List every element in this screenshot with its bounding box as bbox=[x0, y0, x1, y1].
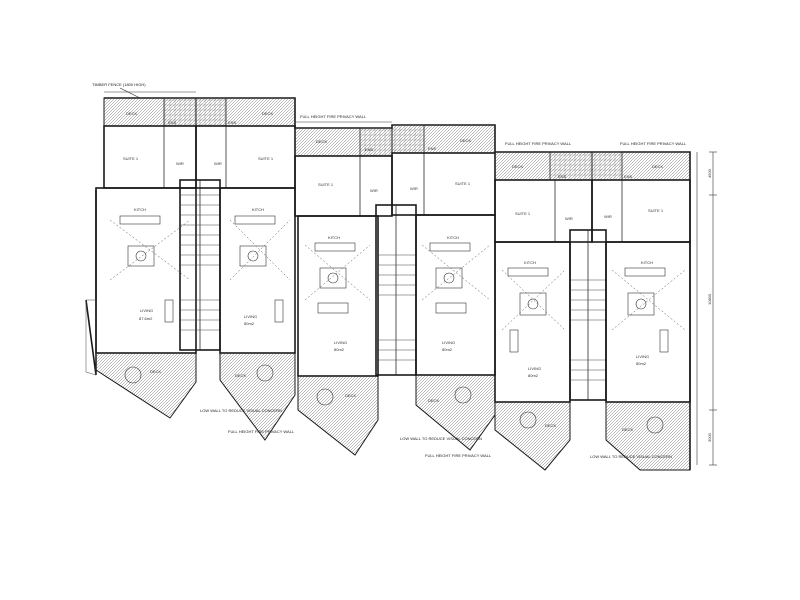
unit-6-deck-bot: DECK bbox=[622, 427, 633, 432]
unit-5-suite: SUITE 1 bbox=[515, 211, 531, 216]
unit-1-deck-top: DECK bbox=[126, 111, 137, 116]
unit-5-deck-top: DECK bbox=[512, 164, 523, 169]
stair-5-6 bbox=[569, 229, 607, 401]
unit-5: DECK ENS SUITE 1 WIR KITCH LIVING 80m2 D… bbox=[494, 151, 593, 471]
unit-1-suite: SUITE 1 bbox=[123, 156, 139, 161]
unit-2-area: 80m2 bbox=[244, 321, 255, 326]
unit-3: DECK ENS SUITE 1 WIR KITCH LIVING 80m2 D… bbox=[294, 127, 393, 456]
front-deck-1 bbox=[95, 352, 197, 419]
unit-6: DECK ENS SUITE 1 WIR KITCH LIVING 80m2 D… bbox=[591, 151, 691, 471]
living-room-5 bbox=[494, 241, 571, 403]
unit-3-deck-bot: DECK bbox=[345, 393, 356, 398]
suite-room-5 bbox=[494, 179, 593, 243]
dimension-lines: 4500 10800 3000 bbox=[104, 91, 717, 466]
unit-5-wir: WIR bbox=[565, 216, 573, 221]
unit-3-area: 80m2 bbox=[334, 347, 345, 352]
note-bottom-5: LOW WALL TO REDUCE VISUAL CONCERN bbox=[590, 454, 672, 459]
unit-3-living: LIVING bbox=[334, 340, 347, 345]
living-room-1 bbox=[95, 187, 197, 354]
unit-6-living: LIVING bbox=[636, 354, 649, 359]
unit-6-area: 80m2 bbox=[636, 361, 647, 366]
annotations: TIMBER FENCE (1800 HIGH) FULL HEIGHT FIR… bbox=[92, 82, 687, 459]
front-deck-4 bbox=[415, 374, 496, 451]
unit-4-wir: WIR bbox=[410, 186, 418, 191]
unit-3-kitch: KITCH bbox=[328, 235, 340, 240]
stair-1-2 bbox=[179, 179, 221, 351]
note-timber-fence: TIMBER FENCE (1800 HIGH) bbox=[92, 82, 146, 87]
unit-1-kitch: KITCH bbox=[134, 207, 146, 212]
front-deck-3 bbox=[297, 375, 379, 456]
unit-1-living: LIVING bbox=[140, 308, 153, 313]
stair-3-4 bbox=[375, 204, 417, 376]
dim-right-mid: 10800 bbox=[707, 293, 712, 305]
living-room-3 bbox=[297, 215, 379, 377]
front-deck-6 bbox=[605, 401, 691, 471]
unit-6-deck-top: DECK bbox=[652, 164, 663, 169]
dim-right-bot: 3000 bbox=[707, 432, 712, 442]
unit-4-living: LIVING bbox=[442, 340, 455, 345]
unit-3-wir: WIR bbox=[370, 188, 378, 193]
unit-6-suite: SUITE 1 bbox=[648, 208, 664, 213]
unit-4-ens: ENS bbox=[428, 146, 437, 151]
unit-2-ens: ENS bbox=[228, 120, 237, 125]
unit-6-wir: WIR bbox=[604, 214, 612, 219]
unit-3-suite: SUITE 1 bbox=[318, 182, 334, 187]
unit-2-wir: WIR bbox=[214, 161, 222, 166]
dim-right-top: 4500 bbox=[707, 168, 712, 178]
unit-5-area: 80m2 bbox=[528, 373, 539, 378]
unit-2-kitch: KITCH bbox=[252, 207, 264, 212]
suite-room-1 bbox=[103, 125, 197, 189]
unit-4-area: 80m2 bbox=[442, 347, 453, 352]
unit-1-area: 87.6m2 bbox=[139, 316, 153, 321]
unit-4-kitch: KITCH bbox=[447, 235, 459, 240]
unit-1-ens: ENS bbox=[168, 120, 177, 125]
unit-2-deck-top: DECK bbox=[262, 111, 273, 116]
note-bottom-2: FULL HEIGHT FIRE PRIVACY WALL bbox=[228, 429, 295, 434]
unit-6-kitch: KITCH bbox=[641, 260, 653, 265]
suite-room-3 bbox=[294, 155, 393, 217]
unit-3-deck-top: DECK bbox=[316, 139, 327, 144]
unit-1-deck-bot: DECK bbox=[150, 369, 161, 374]
front-deck-5 bbox=[494, 401, 571, 471]
note-wall-3: FULL HEIGHT FIRE PRIVACY WALL bbox=[620, 141, 687, 146]
note-bottom-1: LOW WALL TO REDUCE VISUAL CONCERN bbox=[200, 408, 282, 413]
unit-5-ens: ENS bbox=[558, 174, 567, 179]
unit-1-wir: WIR bbox=[176, 161, 184, 166]
note-bottom-3: LOW WALL TO REDUCE VISUAL CONCERN bbox=[400, 436, 482, 441]
unit-3-ens: ENS bbox=[365, 147, 374, 152]
unit-4-suite: SUITE 1 bbox=[455, 181, 471, 186]
living-room-6 bbox=[605, 241, 691, 403]
unit-2: DECK ENS SUITE 1 WIR KITCH LIVING 80m2 D… bbox=[195, 97, 296, 441]
unit-2-suite: SUITE 1 bbox=[258, 156, 274, 161]
unit-4-deck-bot: DECK bbox=[428, 398, 439, 403]
unit-4: DECK ENS SUITE 1 WIR KITCH LIVING 80m2 D… bbox=[391, 124, 496, 451]
note-wall-1: FULL HEIGHT FIRE PRIVACY WALL bbox=[300, 114, 367, 119]
unit-5-living: LIVING bbox=[528, 366, 541, 371]
living-room-2 bbox=[219, 187, 296, 354]
unit-2-deck-bot: DECK bbox=[235, 373, 246, 378]
unit-5-deck-bot: DECK bbox=[545, 423, 556, 428]
note-bottom-4: FULL HEIGHT FIRE PRIVACY WALL bbox=[425, 453, 492, 458]
suite-room-2 bbox=[195, 125, 296, 189]
front-deck-2 bbox=[219, 352, 296, 441]
unit-5-kitch: KITCH bbox=[524, 260, 536, 265]
unit-6-ens: ENS bbox=[624, 174, 633, 179]
unit-4-deck-top: DECK bbox=[460, 138, 471, 143]
unit-2-living: LIVING bbox=[244, 314, 257, 319]
note-wall-2: FULL HEIGHT FIRE PRIVACY WALL bbox=[505, 141, 572, 146]
